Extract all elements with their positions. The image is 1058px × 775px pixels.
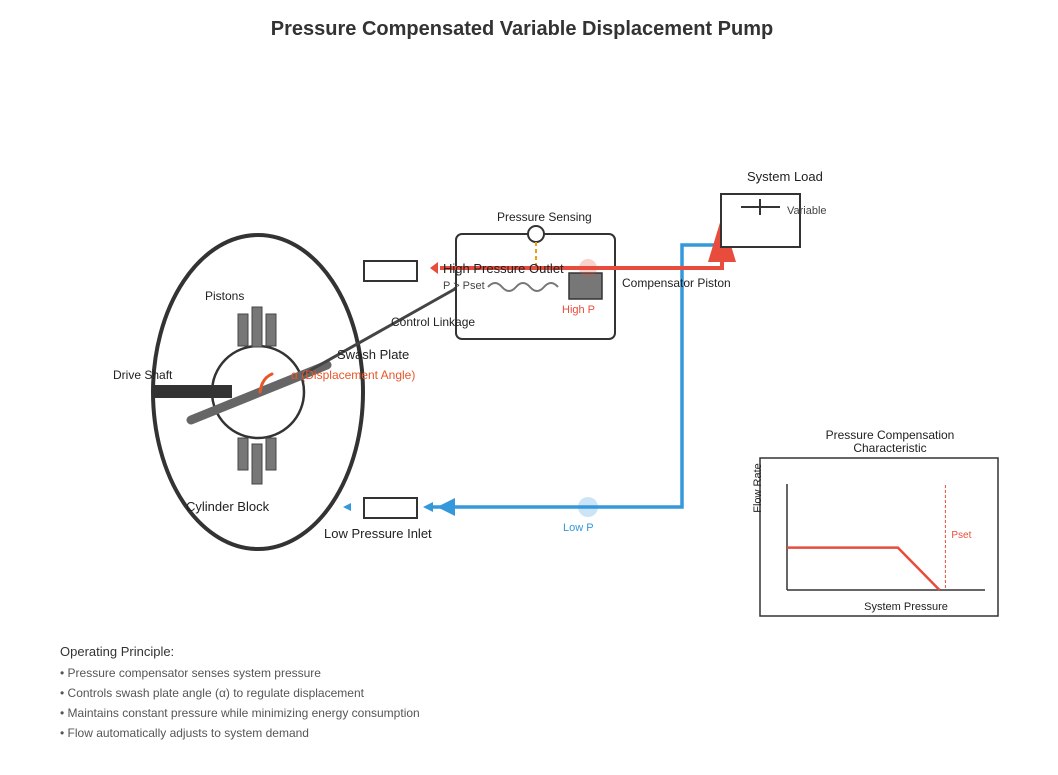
system-load-label: System Load [747, 169, 823, 184]
variable-label: Variable [787, 205, 827, 217]
chart-title-line-2: Characteristic [853, 441, 926, 455]
high-p-label: High P [562, 304, 595, 316]
chart-y-label: Flow Rate [752, 463, 764, 513]
page-title: Pressure Compensated Variable Displaceme… [271, 18, 773, 40]
chart-x-label: System Pressure [864, 601, 948, 613]
displacement-angle-label: α (Displacement Angle) [291, 368, 415, 382]
pressure-sensing-label: Pressure Sensing [497, 210, 592, 224]
low-pressure-small-arrow [343, 503, 351, 511]
pressure-sensing-port [527, 225, 545, 243]
compensator-piston [568, 272, 603, 300]
high-pressure-small-arrow [430, 262, 438, 274]
note-item-3: • Maintains constant pressure while mini… [60, 706, 420, 720]
high-pressure-outlet-label: High Pressure Outlet [443, 261, 564, 276]
low-pressure-port [363, 497, 418, 519]
pset-label: Pset [951, 530, 971, 541]
pistons-label: Pistons [205, 289, 244, 303]
displacement-angle-arc [258, 372, 274, 394]
flow-curve [787, 546, 941, 591]
low-pressure-indicator [578, 497, 598, 517]
p-pset-label: P > Pset [443, 280, 485, 292]
operating-principle: Operating Principle: • Pressure compensa… [60, 644, 420, 743]
operating-principle-heading: Operating Principle: [60, 644, 175, 659]
drive-shaft [153, 385, 232, 398]
compensator-spring [487, 282, 559, 292]
characteristic-chart: Pressure Compensation Characteristic Pse… [752, 428, 999, 617]
cylinder-block-label: Cylinder Block [186, 499, 270, 514]
chart-title-line-1: Pressure Compensation [826, 428, 955, 442]
compensator-piston-label: Compensator Piston [622, 276, 731, 290]
pistons-top [237, 306, 277, 348]
control-linkage-label: Control Linkage [391, 315, 475, 329]
system-load-box [720, 193, 801, 248]
low-pressure-inlet-label: Low Pressure Inlet [324, 526, 432, 541]
low-pressure-line [423, 243, 722, 512]
drive-shaft-label: Drive Shaft [113, 368, 173, 382]
control-linkage [301, 283, 463, 377]
low-pressure-arrowhead [437, 498, 455, 516]
note-item-2: • Controls swash plate angle (α) to regu… [60, 686, 364, 700]
note-item-4: • Flow automatically adjusts to system d… [60, 726, 309, 740]
low-p-label: Low P [563, 522, 594, 534]
pistons-bottom [237, 437, 277, 485]
high-pressure-port [363, 260, 418, 282]
swash-plate-label: Swash Plate [337, 347, 409, 362]
note-item-1: • Pressure compensator senses system pre… [60, 666, 321, 680]
